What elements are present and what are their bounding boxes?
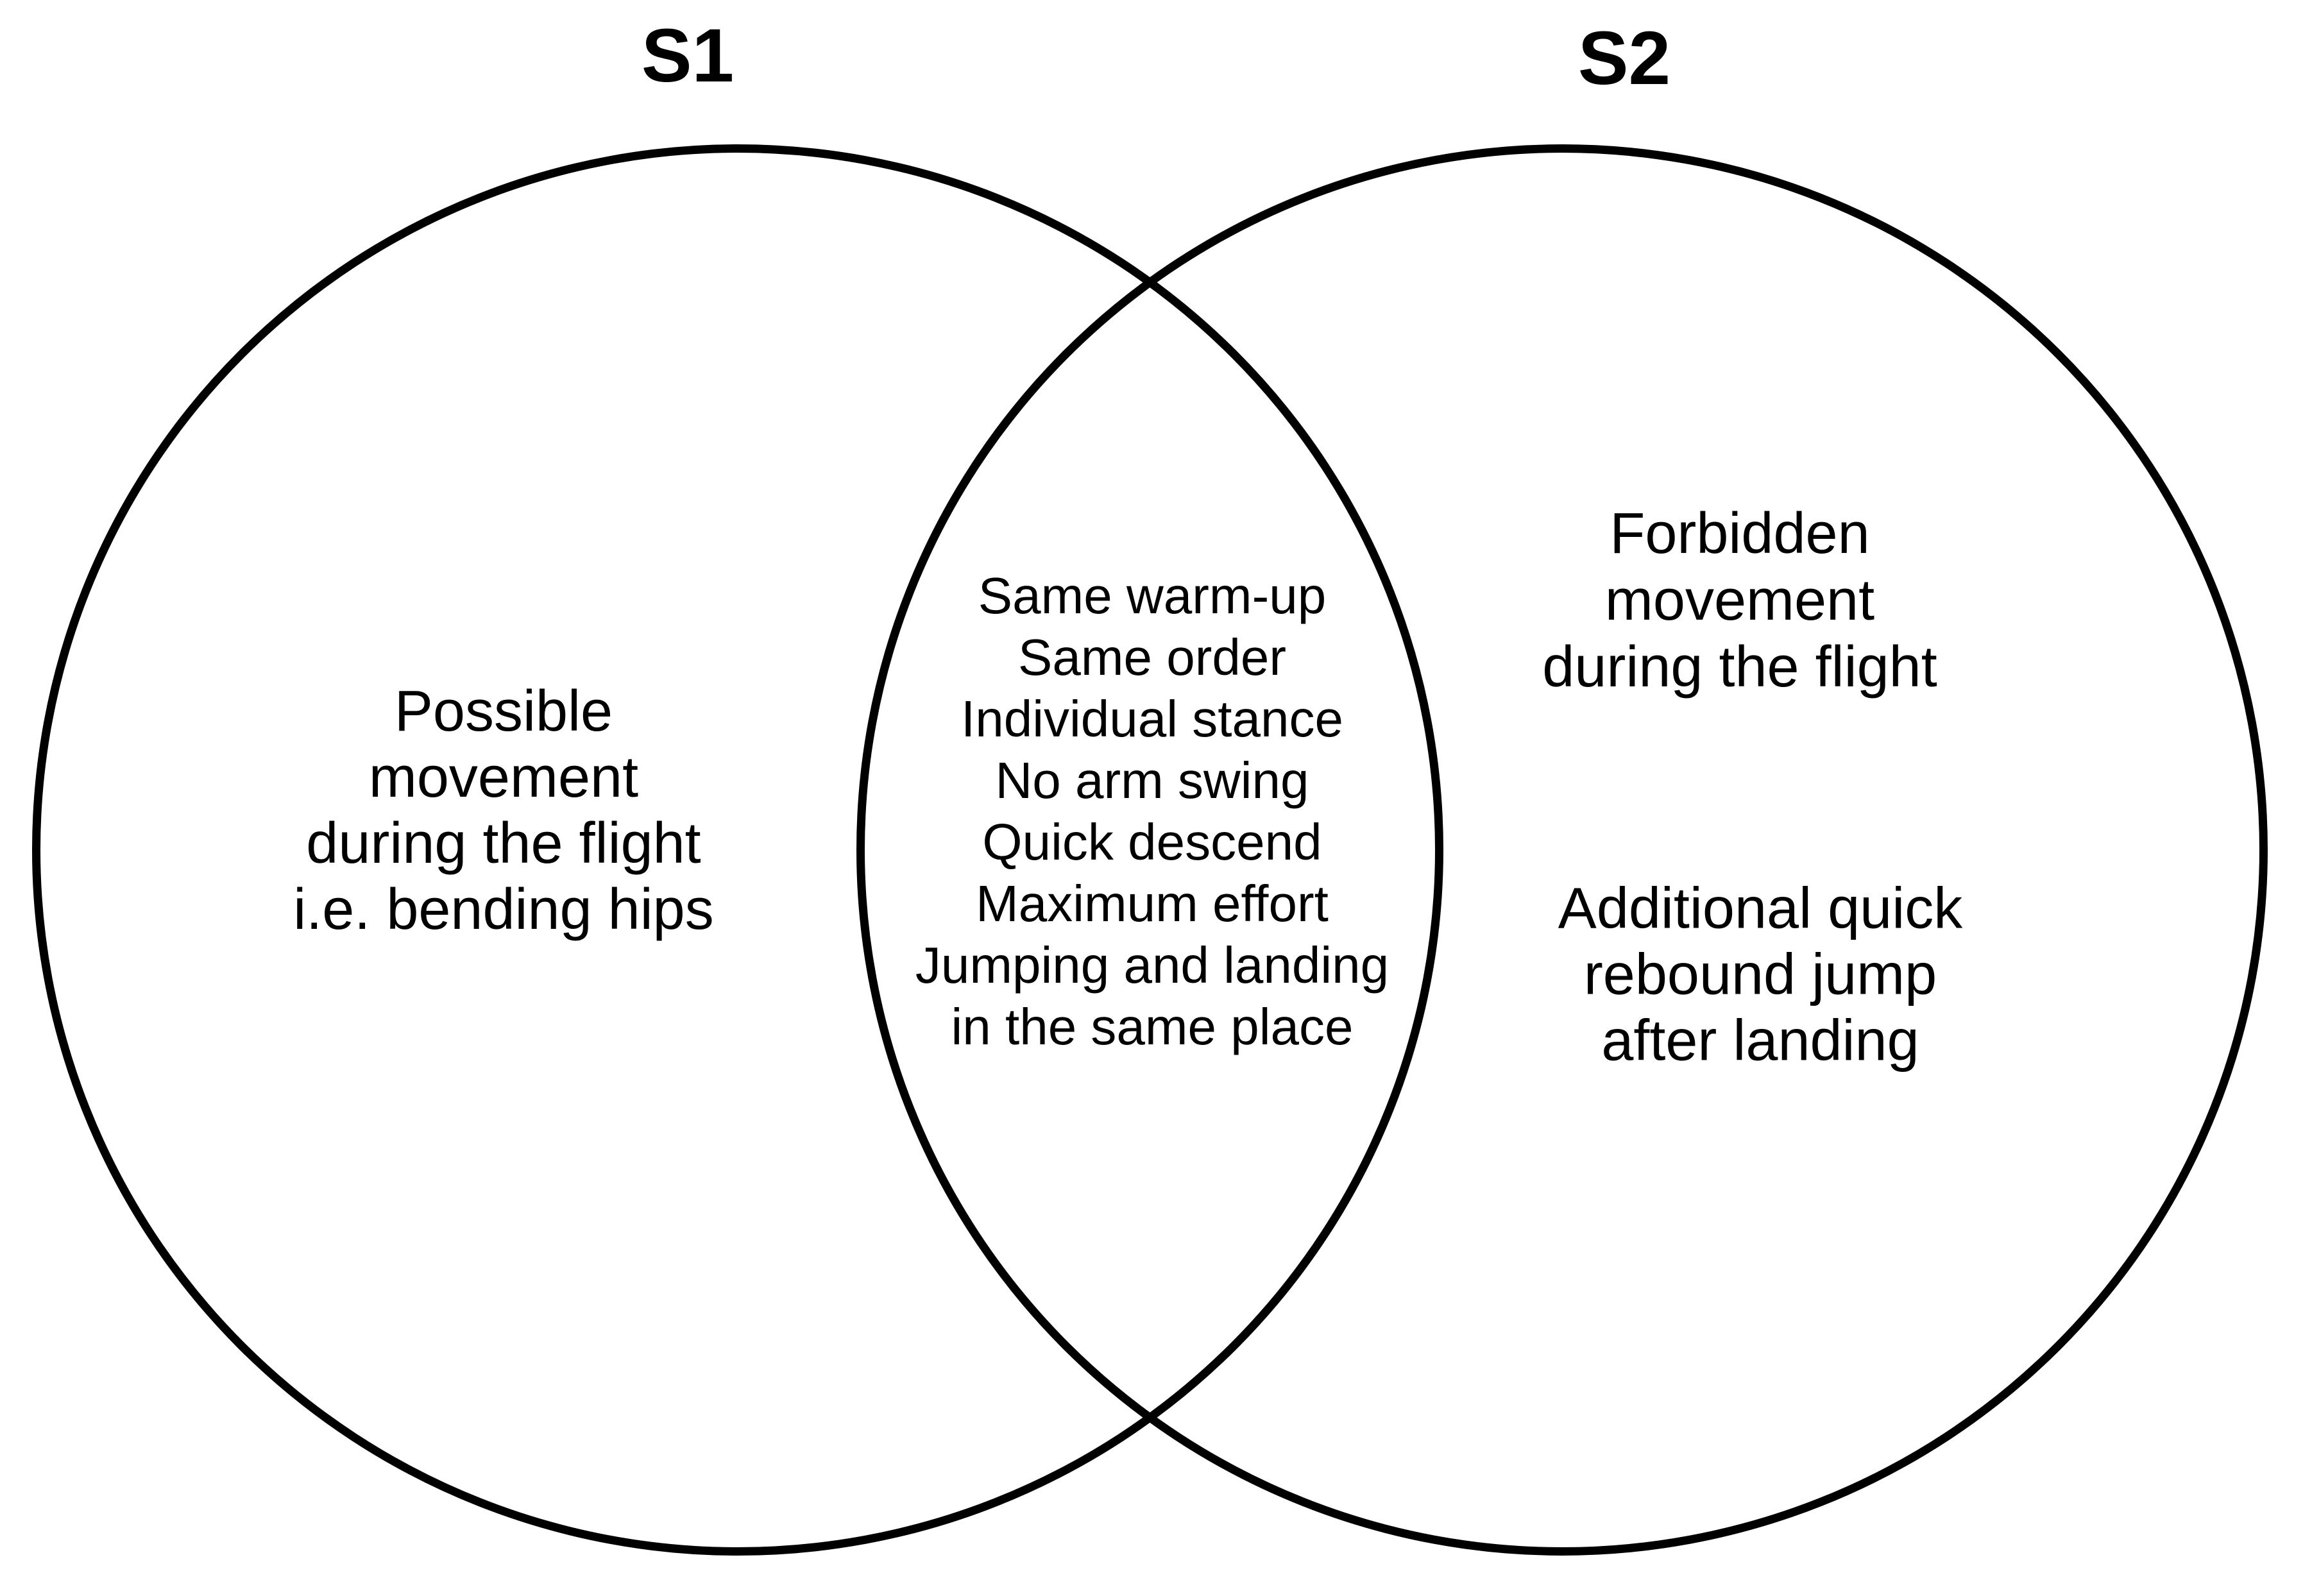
s2-exclusive-text-bottom: Additional quick rebound jump after land… (1558, 876, 1963, 1073)
s1-exclusive-text: Possible movement during the flight i.e.… (293, 679, 714, 942)
set-s2-label: S2 (1577, 16, 1671, 101)
set-s1-label: S1 (641, 13, 735, 98)
intersection-text: Same warm-up Same order Individual stanc… (915, 567, 1389, 1055)
s2-exclusive-text-top: Forbidden movement during the flight (1542, 502, 1937, 699)
